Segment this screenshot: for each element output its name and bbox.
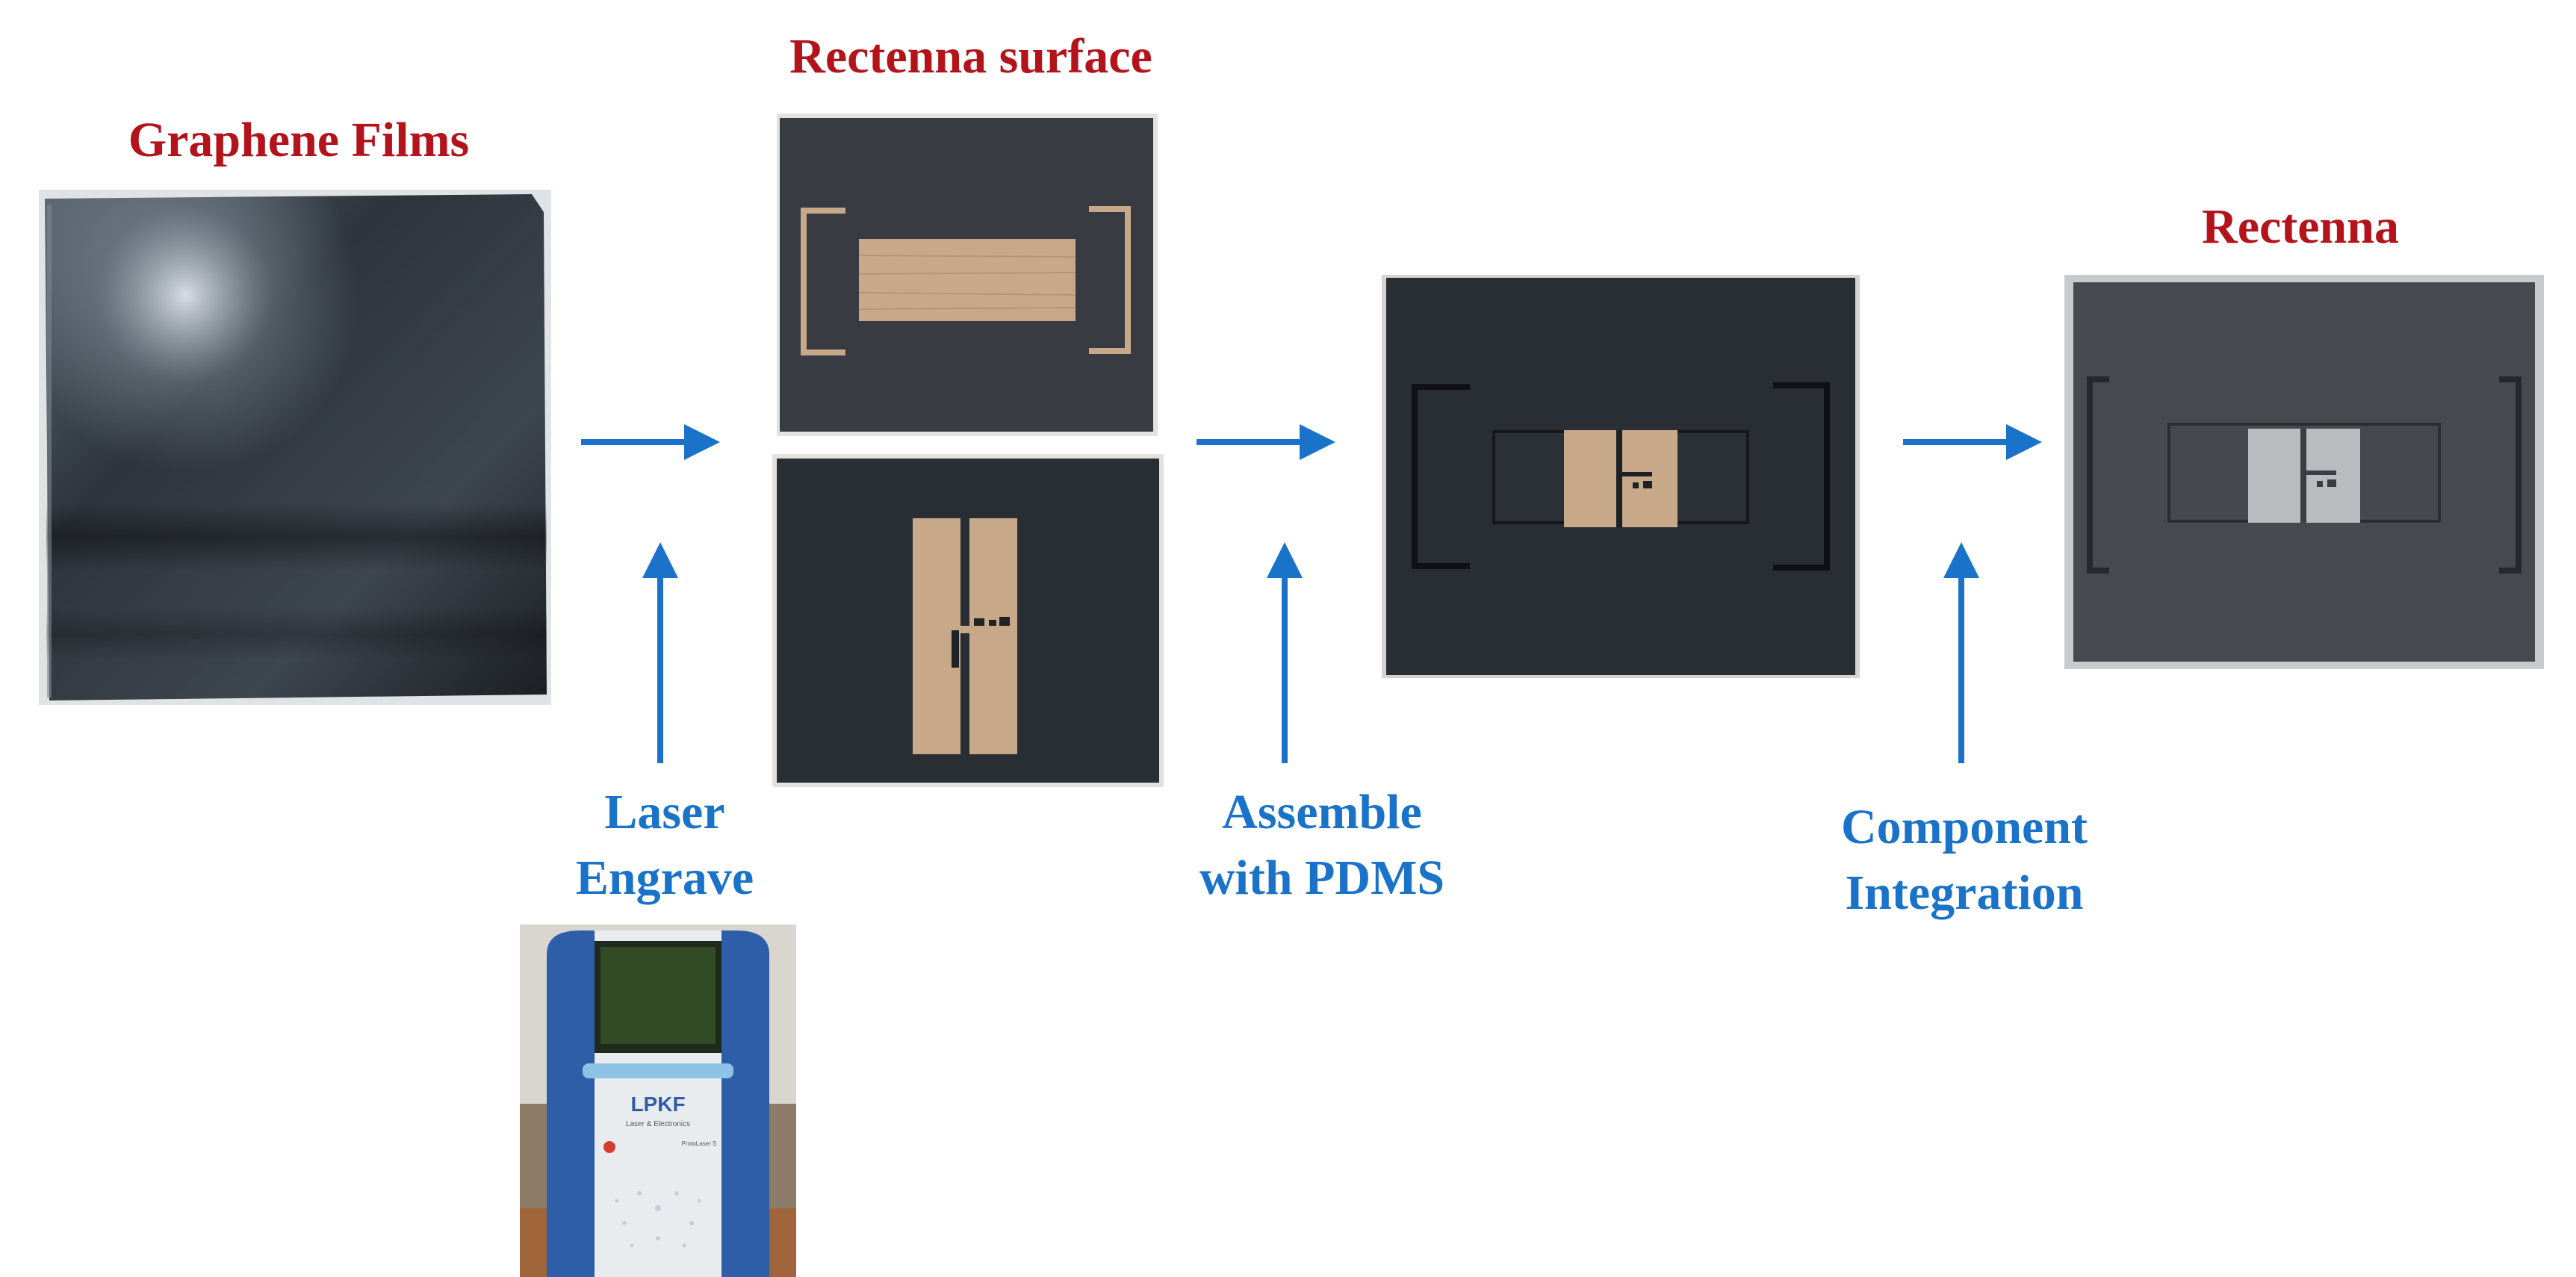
title-graphene-films: Graphene Films (128, 113, 470, 167)
laser-machine-photo: LPKF Laser & Electronics ProtoLaser S (520, 925, 796, 1277)
step-assemble-line1: Assemble (1222, 785, 1422, 839)
step-laser-engrave-line2: Engrave (575, 851, 754, 905)
step-component-integration: Component Integration (1793, 795, 2136, 926)
step-laser-engrave: Laser Engrave (515, 780, 814, 911)
step-assemble-line2: with PDMS (1199, 851, 1445, 905)
graphene-film-photo (39, 190, 551, 705)
step-assemble-pdms: Assemble with PDMS (1150, 780, 1494, 911)
step-laser-engrave-line1: Laser (604, 785, 725, 839)
rectenna-surface-bottom-photo (772, 454, 1164, 787)
machine-tagline: Laser & Electronics (626, 1120, 690, 1128)
step-integration-line2: Integration (1845, 866, 2084, 920)
machine-brand: LPKF (630, 1093, 685, 1116)
title-rectenna-surface: Rectenna surface (789, 29, 1152, 84)
rectenna-surface-top-photo (777, 114, 1158, 436)
rectenna-final-photo (2064, 275, 2544, 669)
step-integration-line1: Component (1840, 800, 2088, 854)
machine-model: ProtoLaser S (682, 1140, 717, 1147)
assembled-rectenna-photo (1382, 275, 1860, 678)
title-rectenna: Rectenna (2202, 199, 2399, 254)
